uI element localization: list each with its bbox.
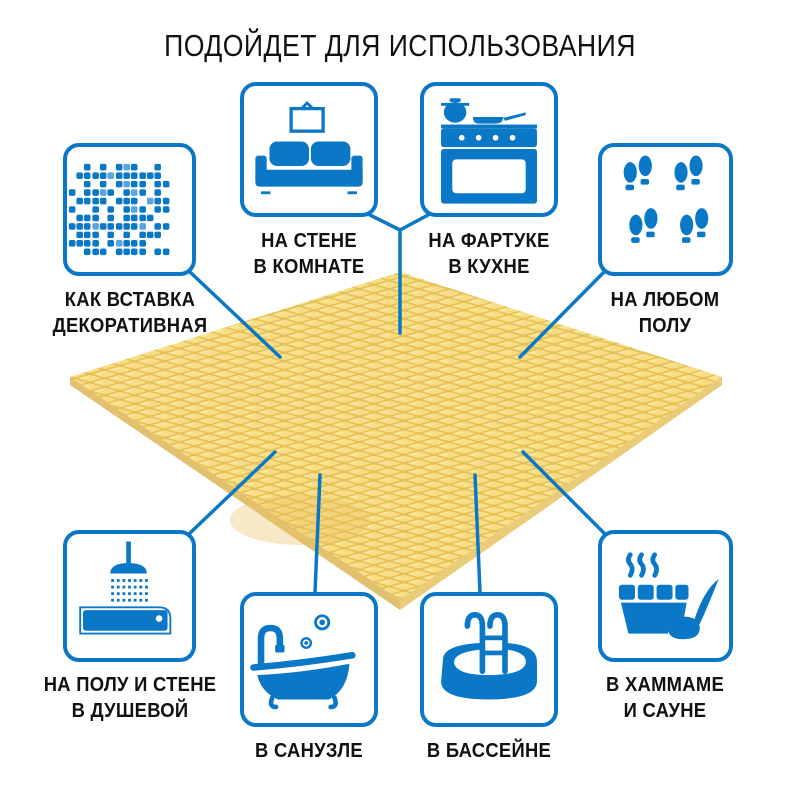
bathtub-icon	[250, 614, 356, 710]
use-tile-kitchen-backsplash	[420, 82, 558, 217]
use-tile-any-floor	[598, 143, 733, 276]
use-label-bathroom: В САНУЗЛЕ	[254, 740, 363, 762]
use-label-decor-insert: КАК ВСТАВКА ДЕКОРАТИВНАЯ	[52, 289, 208, 337]
use-tile-bathroom	[240, 592, 378, 727]
use-tile-decor-insert	[63, 143, 196, 276]
use-label-room-wall: НА СТЕНЕ В КОМНАТЕ	[253, 230, 365, 278]
sauna-bucket-icon	[619, 552, 719, 640]
stove-icon	[441, 98, 537, 204]
use-label-any-floor: НА ЛЮБОМ ПОЛУ	[610, 289, 720, 337]
footprints-icon	[623, 155, 709, 243]
use-tile-pool	[420, 592, 558, 727]
shower-icon	[79, 541, 172, 635]
use-label-kitchen-backsplash: НА ФАРТУКЕ В КУХНЕ	[428, 230, 550, 278]
use-tile-sauna	[598, 530, 733, 662]
page-title: ПОДОЙДЕТ ДЛЯ ИСПОЛЬЗОВАНИЯ	[164, 28, 636, 63]
use-label-sauna: В ХАММАМЕ И САУНЕ	[606, 674, 724, 722]
pool-icon	[441, 611, 537, 700]
sofa-icon	[255, 100, 363, 195]
use-label-pool: В БАССЕЙНЕ	[426, 740, 552, 762]
use-tile-room-wall	[240, 82, 378, 217]
mosaic-pattern-icon	[68, 163, 170, 256]
use-label-shower: НА ПОЛУ И СТЕНЕ В ДУШЕВОЙ	[43, 674, 217, 722]
use-tile-shower	[63, 530, 196, 662]
